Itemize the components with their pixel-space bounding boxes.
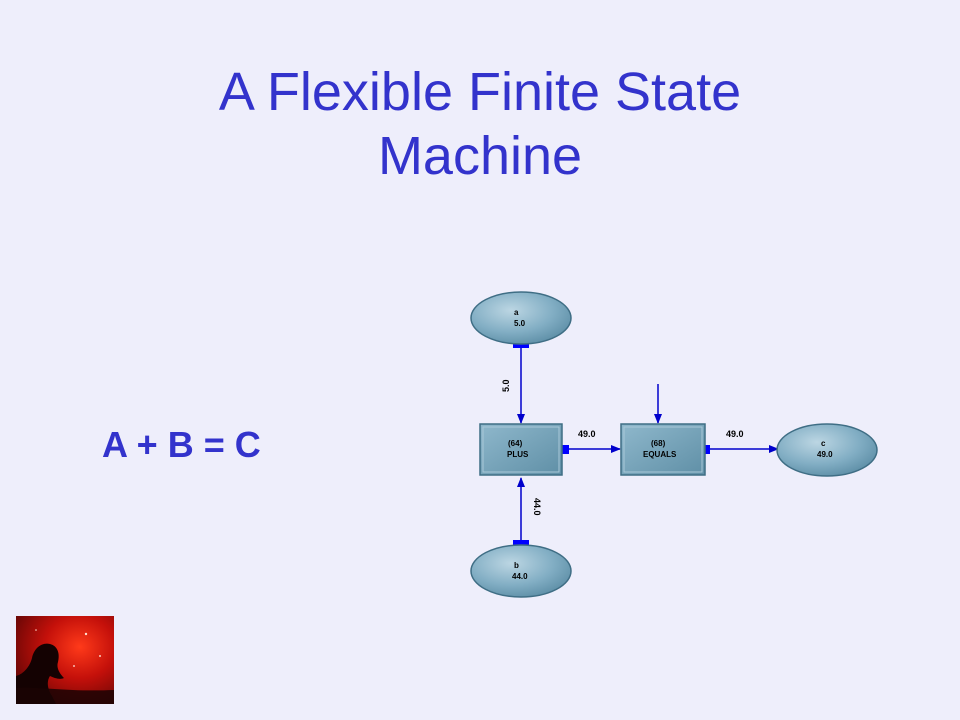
node-a[interactable]: a 5.0 bbox=[470, 291, 572, 345]
node-c-value: 49.0 bbox=[817, 450, 833, 459]
node-equals-label: EQUALS bbox=[643, 450, 677, 459]
edge-b-to-plus: 44.0 bbox=[513, 477, 542, 548]
edge-equals-to-c: 49.0 bbox=[696, 429, 779, 454]
node-b-value: 44.0 bbox=[512, 572, 528, 581]
equation-text: A + B = C bbox=[102, 424, 261, 465]
node-a-value: 5.0 bbox=[514, 319, 526, 328]
node-equals-id: (68) bbox=[651, 439, 666, 448]
edge-label-equals-c: 49.0 bbox=[726, 429, 744, 439]
edge-label-plus-equals: 49.0 bbox=[578, 429, 596, 439]
title-line-1: A Flexible Finite State bbox=[218, 62, 742, 122]
slide-title: A Flexible Finite State Machine bbox=[0, 60, 960, 188]
node-plus-label: PLUS bbox=[507, 450, 529, 459]
horsehead-nebula-icon bbox=[16, 616, 114, 704]
node-c[interactable]: c 49.0 bbox=[776, 423, 878, 477]
edge-label-b-plus: 44.0 bbox=[532, 498, 542, 516]
node-b-name: b bbox=[514, 561, 519, 570]
edge-label-a-plus: 5.0 bbox=[501, 379, 511, 392]
node-b[interactable]: b 44.0 bbox=[470, 544, 572, 598]
title-line-2: Machine bbox=[377, 126, 583, 186]
node-a-name: a bbox=[514, 308, 519, 317]
node-c-name: c bbox=[821, 439, 826, 448]
edge-plus-to-equals: 49.0 bbox=[555, 429, 621, 454]
node-plus-id: (64) bbox=[508, 439, 523, 448]
edge-a-to-plus: 5.0 bbox=[501, 340, 529, 424]
node-equals[interactable]: (68) EQUALS bbox=[620, 423, 706, 476]
node-plus[interactable]: (64) PLUS bbox=[479, 423, 563, 476]
port-b-out bbox=[513, 540, 529, 548]
